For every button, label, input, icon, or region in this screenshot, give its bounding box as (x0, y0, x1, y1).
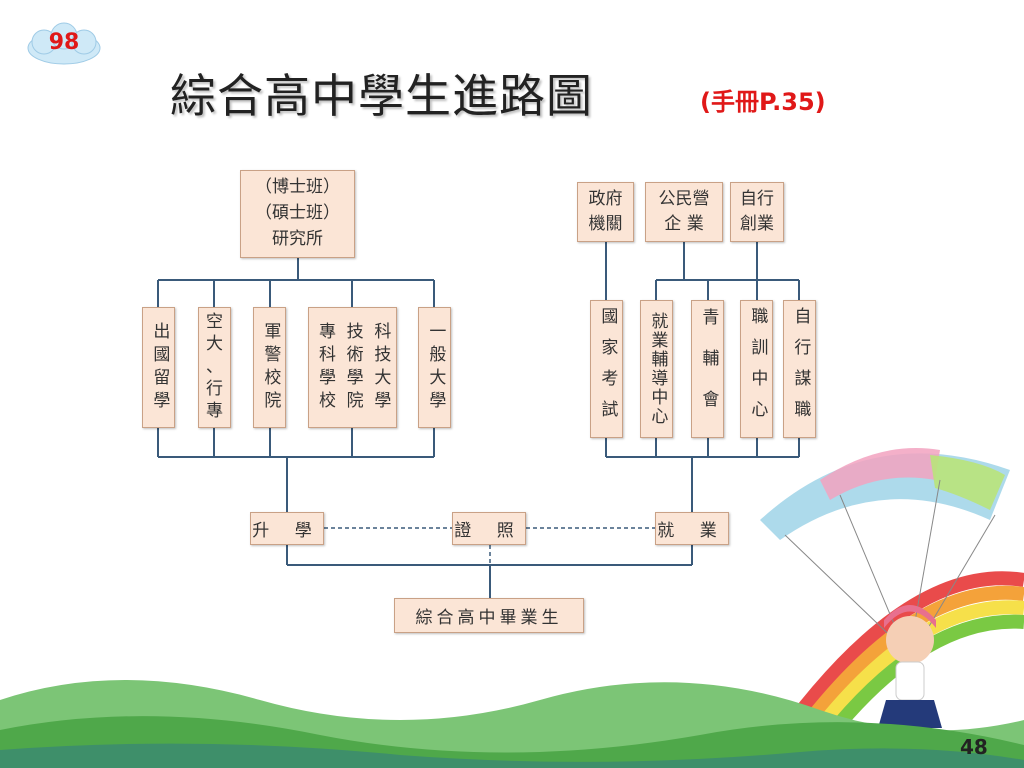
study-abroad-label: 出國留學 (149, 321, 170, 414)
government-label: 政府 (588, 188, 623, 209)
open-univ-char: 行 (206, 378, 223, 399)
government-agency-box: 政府 機關 (577, 182, 634, 242)
employment-label: 就 業 (657, 521, 727, 541)
page-number: 48 (960, 735, 988, 759)
technical-colleges-box: 專科學校 技術學院 科技大學 (308, 307, 397, 428)
employment-box: 就 業 (655, 512, 729, 545)
national-exam-box: 國家考試 (590, 300, 623, 438)
parachute-decoration (760, 448, 1010, 651)
youth-counsel-label: 青輔會 (698, 307, 719, 431)
self-job-search-box: 自行謀職 (783, 300, 816, 438)
general-university-label: 一般大學 (425, 321, 446, 414)
vocational-training-label: 職訓中心 (747, 307, 768, 431)
further-study-box: 升 學 (250, 512, 324, 545)
self-label: 自行 (740, 188, 774, 209)
open-univ-char: 空 (206, 312, 223, 333)
open-univ-char: 專 (206, 400, 223, 421)
junior-college-label: 專科學校 (315, 321, 336, 414)
self-job-search-label: 自行謀職 (790, 307, 811, 431)
enterprise-label: 企 業 (664, 213, 704, 234)
page-title: 綜合高中學生進路圖 (170, 69, 593, 123)
cloud-badge (27, 22, 101, 65)
employment-service-label: 就業輔導中心 (647, 312, 668, 426)
study-abroad-box: 出國留學 (142, 307, 175, 428)
license-label: 證 照 (454, 521, 524, 541)
vocational-training-box: 職訓中心 (740, 300, 773, 438)
open-univ-char: 、 (206, 356, 223, 377)
license-box: 證 照 (452, 512, 526, 545)
phd-label: （博士班） (255, 177, 340, 198)
enterprise-box: 公民營 企 業 (645, 182, 723, 242)
technical-institute-label: 技術學院 (342, 321, 363, 414)
employment-service-center-box: 就業輔導中心 (640, 300, 673, 438)
masters-label: （碩士班） (255, 203, 340, 224)
graduate-school-box: （博士班） （碩士班） 研究所 (240, 170, 355, 258)
further-study-label: 升 學 (252, 521, 322, 541)
youth-counsel-box: 青輔會 (691, 300, 724, 438)
green-hills (0, 680, 1024, 768)
comprehensive-hs-graduate-box: 綜合高中畢業生 (394, 598, 584, 633)
agency-label: 機關 (588, 213, 623, 234)
military-police-label: 軍警校院 (260, 321, 281, 414)
public-private-label: 公民營 (658, 188, 710, 209)
military-police-academy-box: 軍警校院 (253, 307, 286, 428)
national-exam-label: 國家考試 (597, 307, 618, 431)
open-univ-char: 大 (206, 334, 223, 355)
handbook-reference: (手冊P.35) (700, 88, 826, 116)
graduate-institute-label: 研究所 (272, 229, 323, 250)
open-university-box: 空 大 、 行 專 (198, 307, 231, 428)
startup-label: 創業 (740, 213, 774, 234)
graduate-label: 綜合高中畢業生 (415, 608, 563, 628)
general-university-box: 一般大學 (418, 307, 451, 428)
self-startup-box: 自行 創業 (730, 182, 784, 242)
slide-badge: 98 (48, 30, 80, 55)
tech-university-label: 科技大學 (370, 321, 391, 414)
